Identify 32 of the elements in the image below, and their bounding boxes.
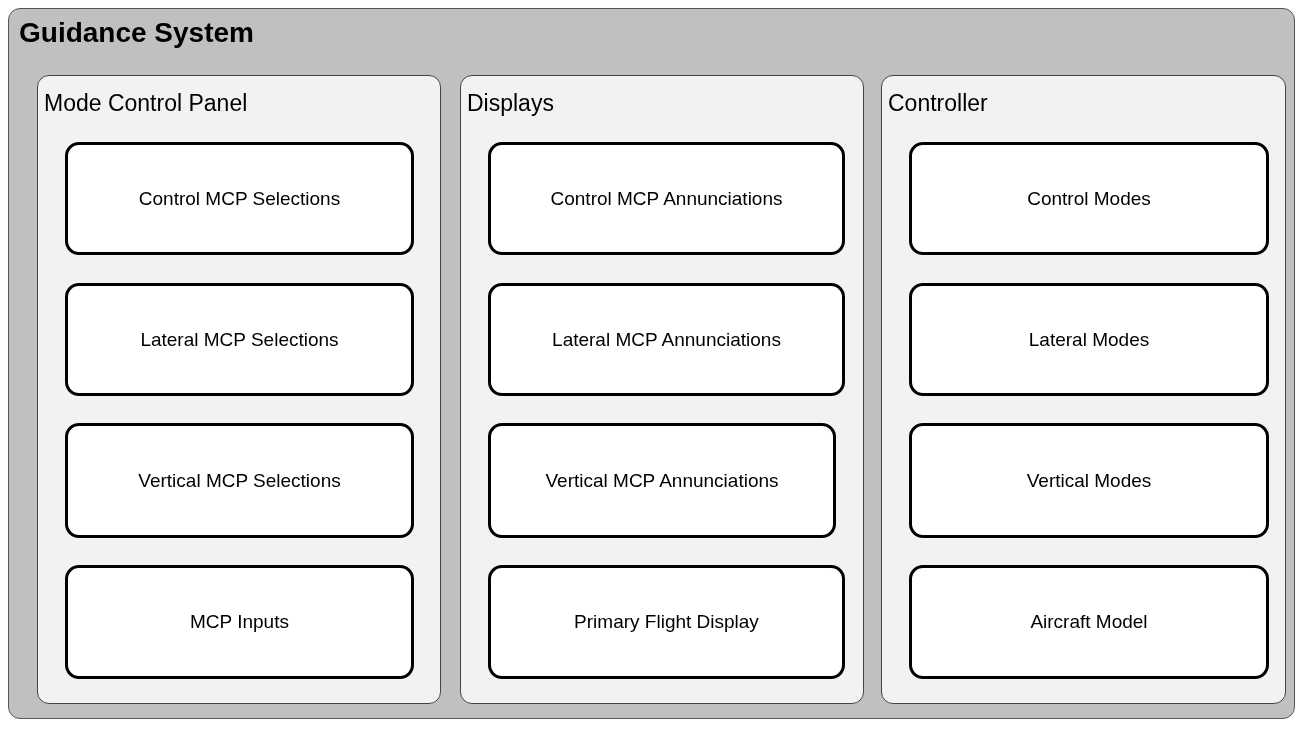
component-label: Lateral Modes	[1027, 328, 1151, 351]
group-panel	[37, 75, 441, 704]
panel-title: Displays	[467, 90, 554, 117]
component-box	[488, 565, 845, 679]
component-box	[909, 565, 1269, 679]
panel-title: Controller	[888, 90, 988, 117]
component-label: Aircraft Model	[1029, 611, 1149, 633]
group-panel	[881, 75, 1286, 704]
component-box	[488, 283, 845, 396]
component-box	[65, 283, 414, 396]
component-box	[488, 142, 845, 255]
component-label: Primary Flight Display	[573, 611, 760, 633]
component-box	[65, 142, 414, 255]
component-box	[909, 283, 1269, 396]
component-box	[65, 565, 414, 679]
system-title: Guidance System	[19, 17, 254, 49]
component-label: Control MCP Selections	[137, 187, 342, 210]
component-label: Vertical MCP Selections	[137, 469, 342, 492]
component-label: Lateral MCP Selections	[139, 328, 340, 351]
component-label: Vertical MCP Annunciations	[544, 469, 780, 492]
group-panel	[460, 75, 864, 704]
component-box	[909, 142, 1269, 255]
component-box	[909, 423, 1269, 538]
system-container	[8, 8, 1295, 719]
component-box	[65, 423, 414, 538]
component-label: Vertical Modes	[1025, 469, 1153, 492]
component-box	[488, 423, 836, 538]
panel-title: Mode Control Panel	[44, 90, 248, 117]
component-label: Control MCP Annunciations	[549, 187, 784, 210]
component-label: MCP Inputs	[189, 611, 290, 633]
component-label: Control Modes	[1026, 187, 1152, 210]
component-label: Lateral MCP Annunciations	[551, 328, 782, 351]
